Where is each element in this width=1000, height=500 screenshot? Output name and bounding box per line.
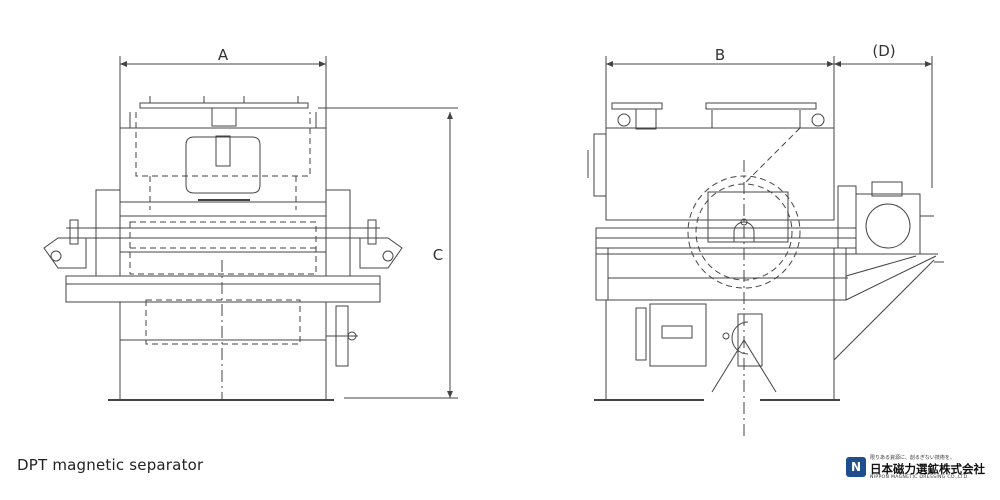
company-name: 日本磁力選鉱株式会社 [870,462,985,476]
company-logo: N 限りある資源に、創るぎない技術を。 日本磁力選鉱株式会社 NIPPON MA… [846,454,988,484]
dimension-d-label: (D) [872,42,895,60]
technical-drawing: A B C (D) [43,42,944,440]
dimension-b [605,56,835,128]
figure-caption: DPT magnetic separator [17,456,204,474]
front-view [43,56,458,401]
company-mark-icon: N [846,457,866,477]
dimension-c [318,107,458,399]
company-name-en: NIPPON MAGNETIC DRESSING CO.,LTD. [870,475,970,480]
dimension-b-label: B [715,46,725,64]
dimension-d [834,56,933,188]
side-view [587,56,944,440]
dimension-c-label: C [433,246,443,264]
dimension-a-label: A [218,46,229,64]
company-tagline: 限りある資源に、創るぎない技術を。 [870,455,955,461]
dimension-a [119,56,327,128]
